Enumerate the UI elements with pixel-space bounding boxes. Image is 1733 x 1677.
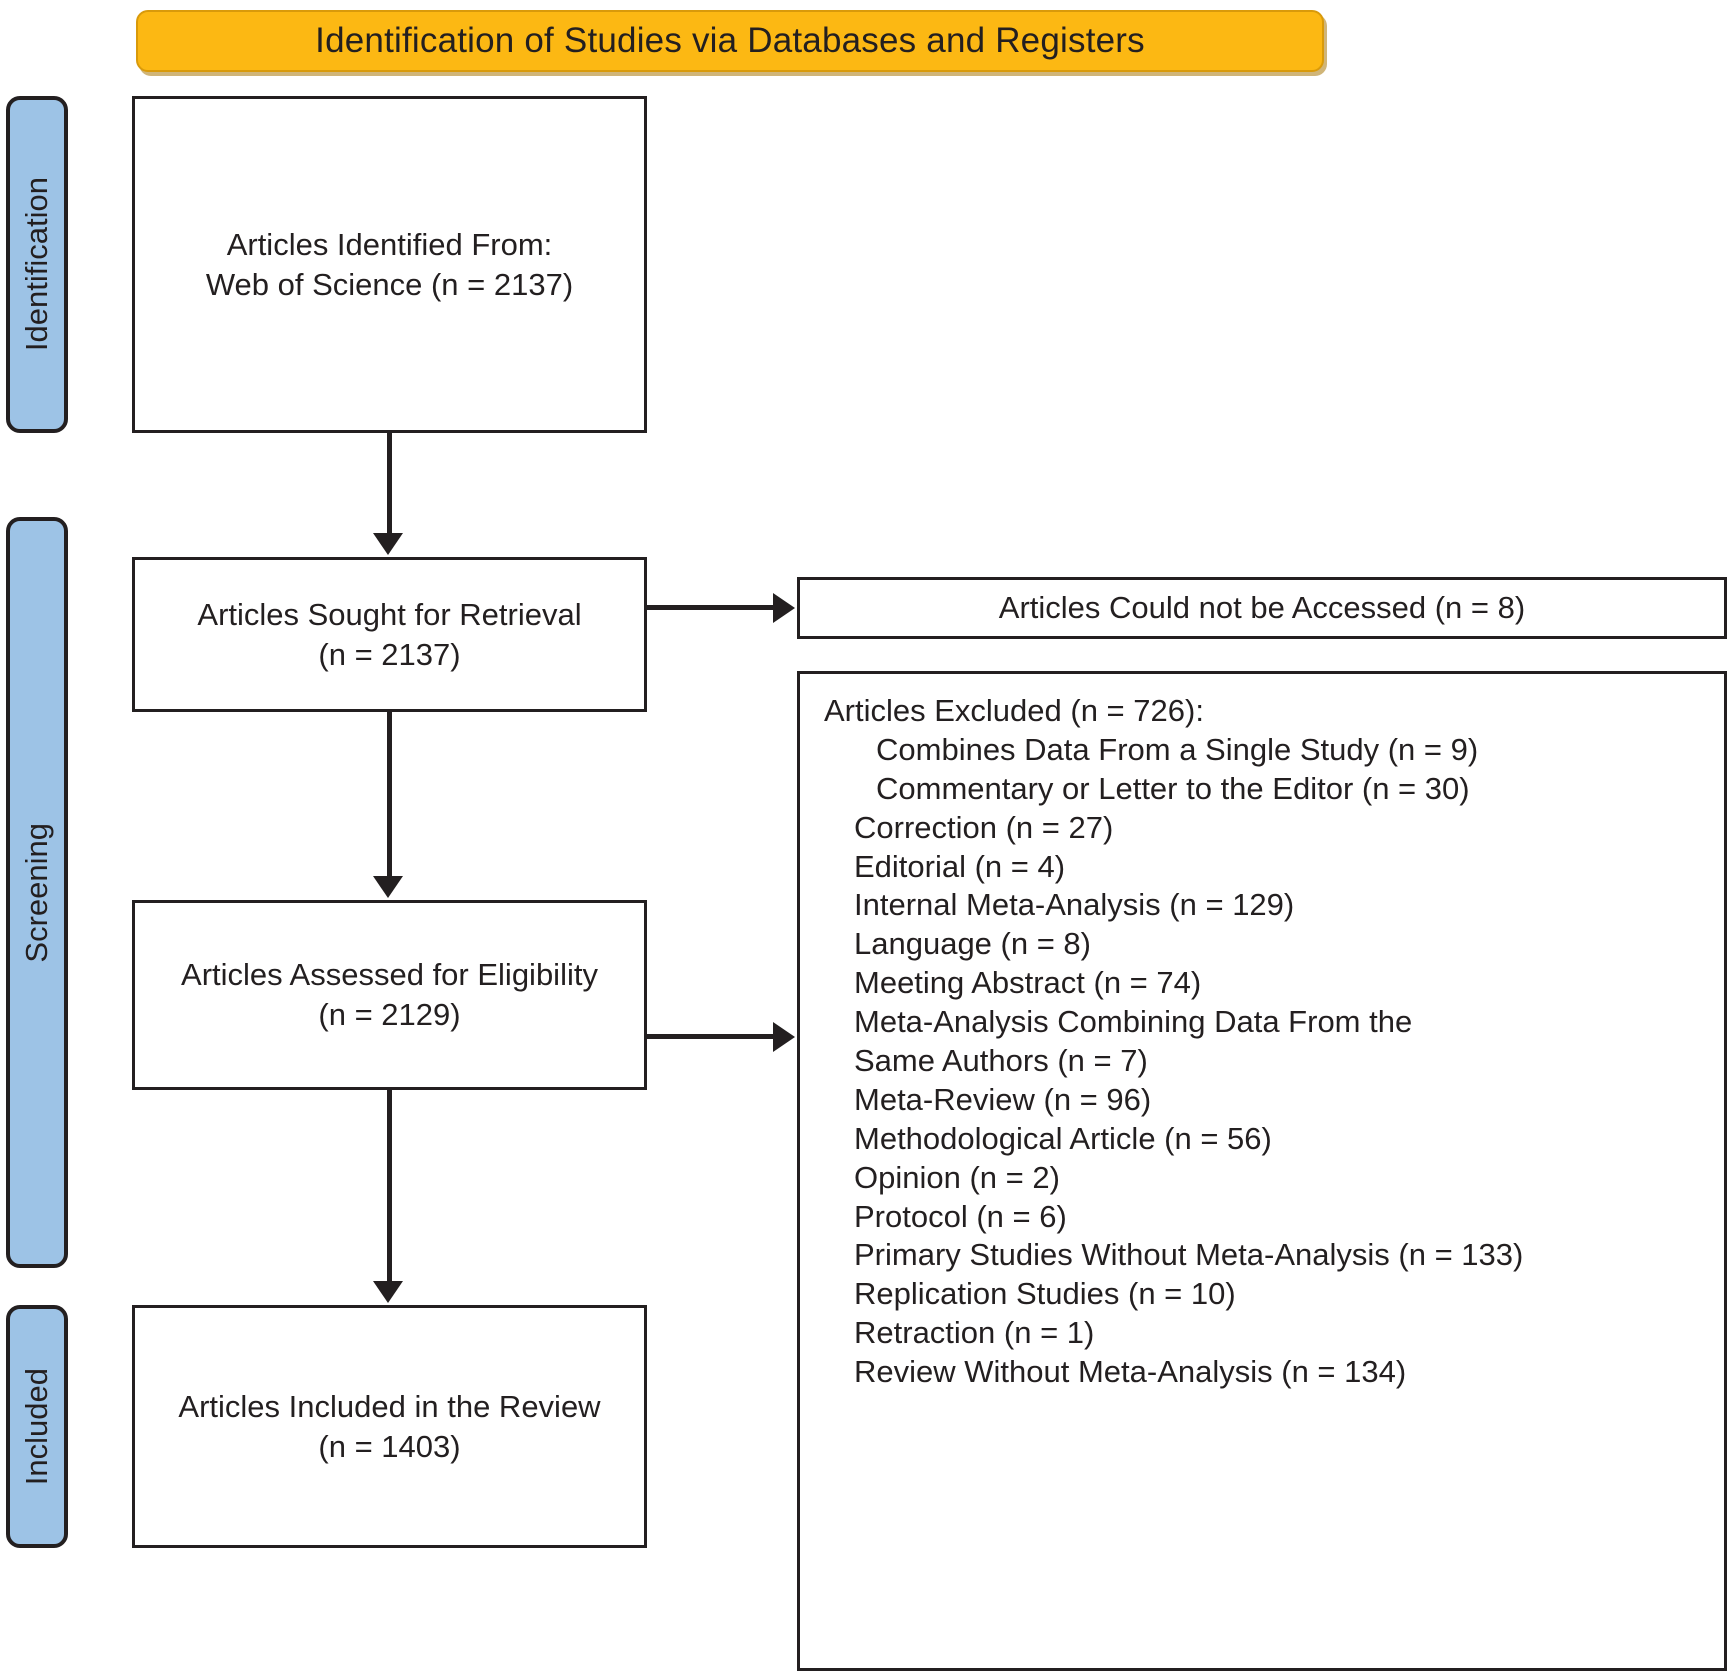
list-item: Editorial (n = 4) [854,848,1066,884]
diagram-header-banner: Identification of Studies via Databases … [136,10,1324,72]
box-articles-identified: Articles Identified From: Web of Science… [132,96,647,433]
stage-label-included-text: Included [19,1367,54,1486]
list-item: Replication Studies (n = 10) [854,1276,1236,1312]
list-item: Opinion (n = 2) [854,1159,1060,1195]
excluded-reason-list: Combines Data From a Single Study (n = 9… [824,731,1708,1392]
stage-label-screening: Screening [6,517,68,1268]
connector-identified-to-sought [387,433,392,535]
list-item: Review Without Meta-Analysis (n = 134) [854,1354,1407,1390]
box-articles-identified-line1: Articles Identified From: [226,226,553,262]
stage-label-screening-text: Screening [19,822,54,963]
box-articles-assessed-for-eligibility: Articles Assessed for Eligibility (n = 2… [132,900,647,1090]
arrowhead-right-icon [773,1022,795,1052]
connector-sought-to-assessed [387,712,392,878]
box-articles-identified-text: Articles Identified From: Web of Science… [192,225,587,304]
list-item: Retraction (n = 1) [854,1315,1095,1351]
box-articles-sought-line1: Articles Sought for Retrieval [197,596,582,632]
box-articles-could-not-be-accessed: Articles Could not be Accessed (n = 8) [797,577,1727,639]
box-articles-assessed-line2: (n = 2129) [318,997,461,1032]
box-articles-sought-for-retrieval: Articles Sought for Retrieval (n = 2137) [132,557,647,712]
arrowhead-down-icon [373,533,403,555]
box-articles-could-not-be-accessed-line1: Articles Could not be Accessed (n = 8) [998,590,1526,626]
list-item: Meeting Abstract (n = 74) [854,965,1202,1001]
list-item: Correction (n = 27) [854,809,1114,845]
box-articles-included-text: Articles Included in the Review (n = 140… [164,1387,614,1466]
list-item: Same Authors (n = 7) [854,1043,1148,1079]
arrowhead-down-icon [373,1281,403,1303]
list-item: Meta-Review (n = 96) [854,1081,1152,1117]
box-articles-could-not-be-accessed-text: Articles Could not be Accessed (n = 8) [985,588,1539,628]
stage-label-included: Included [6,1305,68,1548]
box-articles-identified-line2: Web of Science (n = 2137) [205,266,574,302]
connector-sought-to-not-accessed [647,605,775,610]
list-item: Internal Meta-Analysis (n = 129) [854,887,1295,923]
list-item: Language (n = 8) [854,926,1091,962]
list-item: Commentary or Letter to the Editor (n = … [876,770,1470,806]
box-articles-included-line2: (n = 1403) [318,1428,461,1464]
page-title: Identification of Studies via Databases … [315,21,1145,60]
stage-label-identification: Identification [6,96,68,433]
box-articles-assessed-line1: Articles Assessed for Eligibility [181,957,598,993]
stage-label-identification-text: Identification [19,177,54,352]
list-item: Methodological Article (n = 56) [854,1120,1272,1156]
arrowhead-down-icon [373,876,403,898]
list-item: Combines Data From a Single Study (n = 9… [876,731,1479,767]
box-articles-included-line1: Articles Included in the Review [178,1388,601,1424]
list-item: Meta-Analysis Combining Data From the [854,1004,1413,1040]
arrowhead-right-icon [773,593,795,623]
box-articles-sought-line2: (n = 2137) [318,636,461,672]
box-articles-included-in-review: Articles Included in the Review (n = 140… [132,1305,647,1548]
box-articles-sought-text: Articles Sought for Retrieval (n = 2137) [183,595,595,674]
list-item: Primary Studies Without Meta-Analysis (n… [854,1237,1524,1273]
connector-assessed-to-included [387,1090,392,1283]
connector-assessed-to-excluded [647,1034,775,1039]
list-item: Protocol (n = 6) [854,1198,1067,1234]
box-articles-excluded: Articles Excluded (n = 726): Combines Da… [797,671,1727,1671]
box-articles-assessed-text: Articles Assessed for Eligibility (n = 2… [167,955,612,1034]
excluded-heading: Articles Excluded (n = 726): [824,693,1204,728]
